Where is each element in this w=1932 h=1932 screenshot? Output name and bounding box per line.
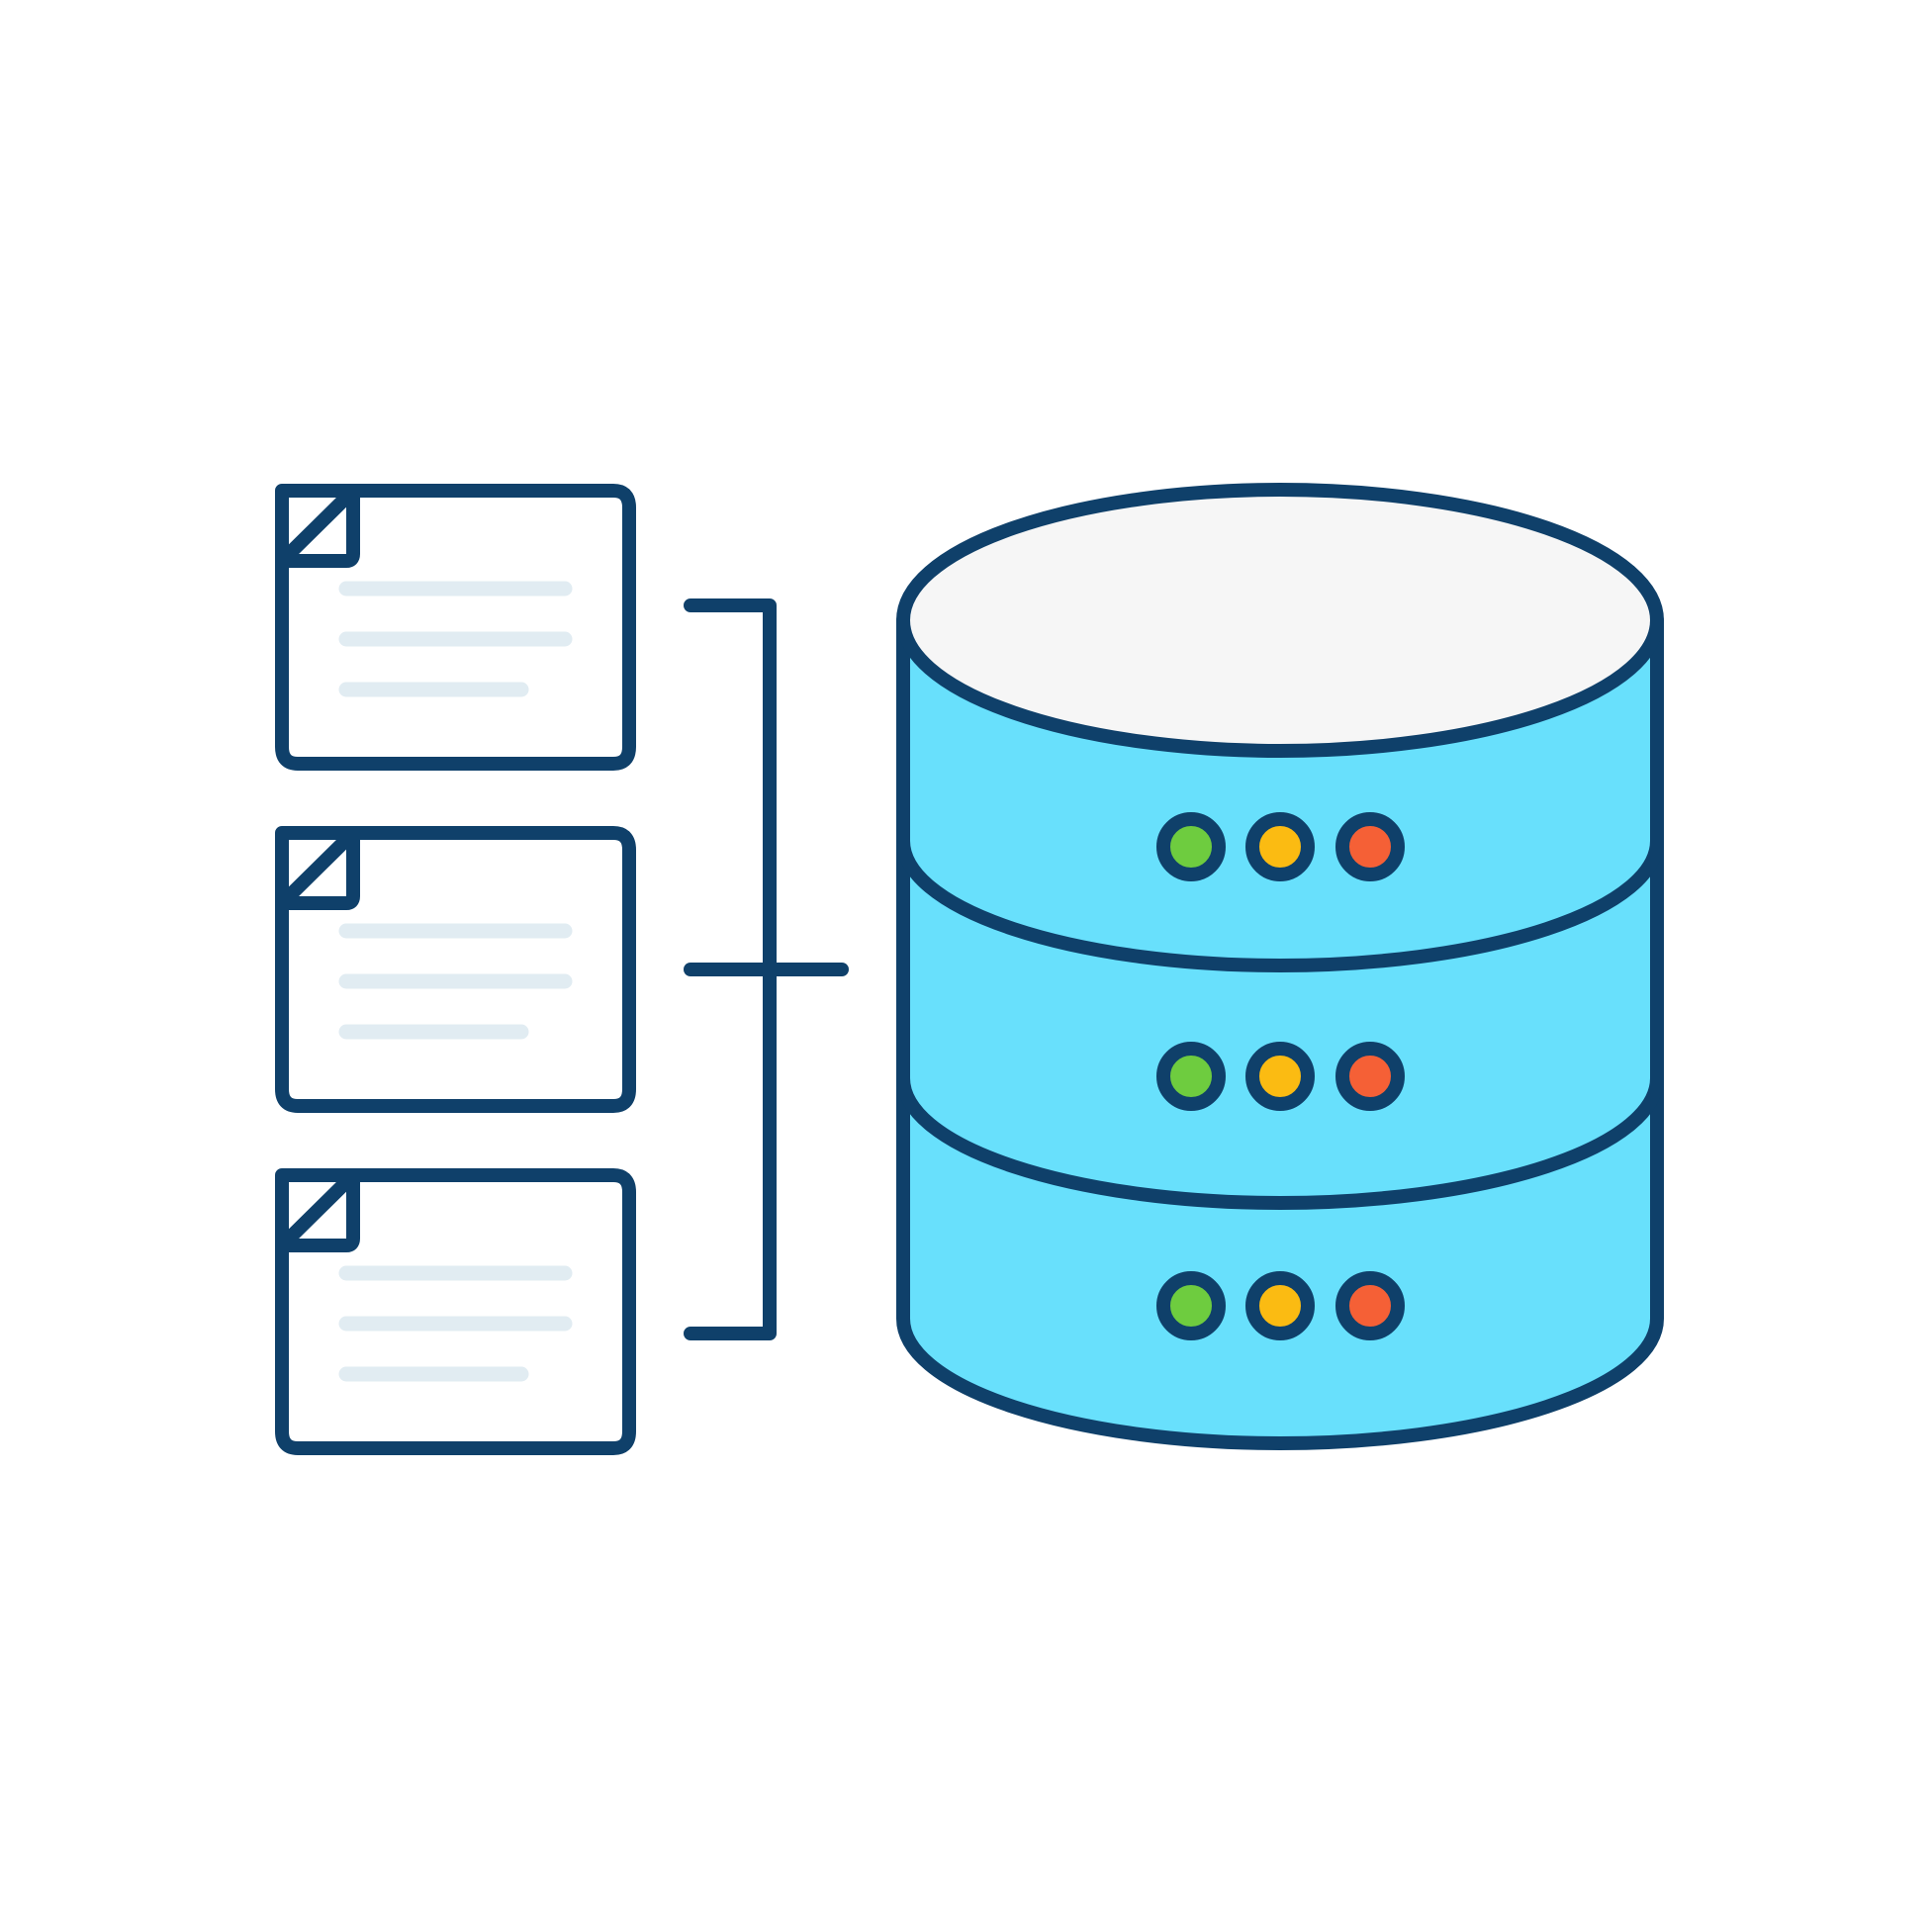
status-light-yellow <box>1245 1271 1315 1340</box>
status-light-green <box>1156 812 1226 881</box>
status-light-red <box>1335 812 1405 881</box>
status-light-green <box>1156 1271 1226 1340</box>
document-icon <box>275 484 636 771</box>
database-tier-separator <box>896 840 1664 972</box>
database-top <box>896 483 1664 758</box>
document-icon <box>275 826 636 1113</box>
status-light-yellow <box>1245 812 1315 881</box>
database-body <box>896 613 1664 1450</box>
bracket-connector <box>684 598 849 1340</box>
status-light-red <box>1335 1042 1405 1111</box>
status-light-green <box>1156 1042 1226 1111</box>
status-light-yellow <box>1245 1042 1315 1111</box>
status-light-red <box>1335 1271 1405 1340</box>
database-tier-separator <box>896 1077 1664 1210</box>
database-icon <box>896 483 1664 1450</box>
document-icon <box>275 1168 636 1455</box>
